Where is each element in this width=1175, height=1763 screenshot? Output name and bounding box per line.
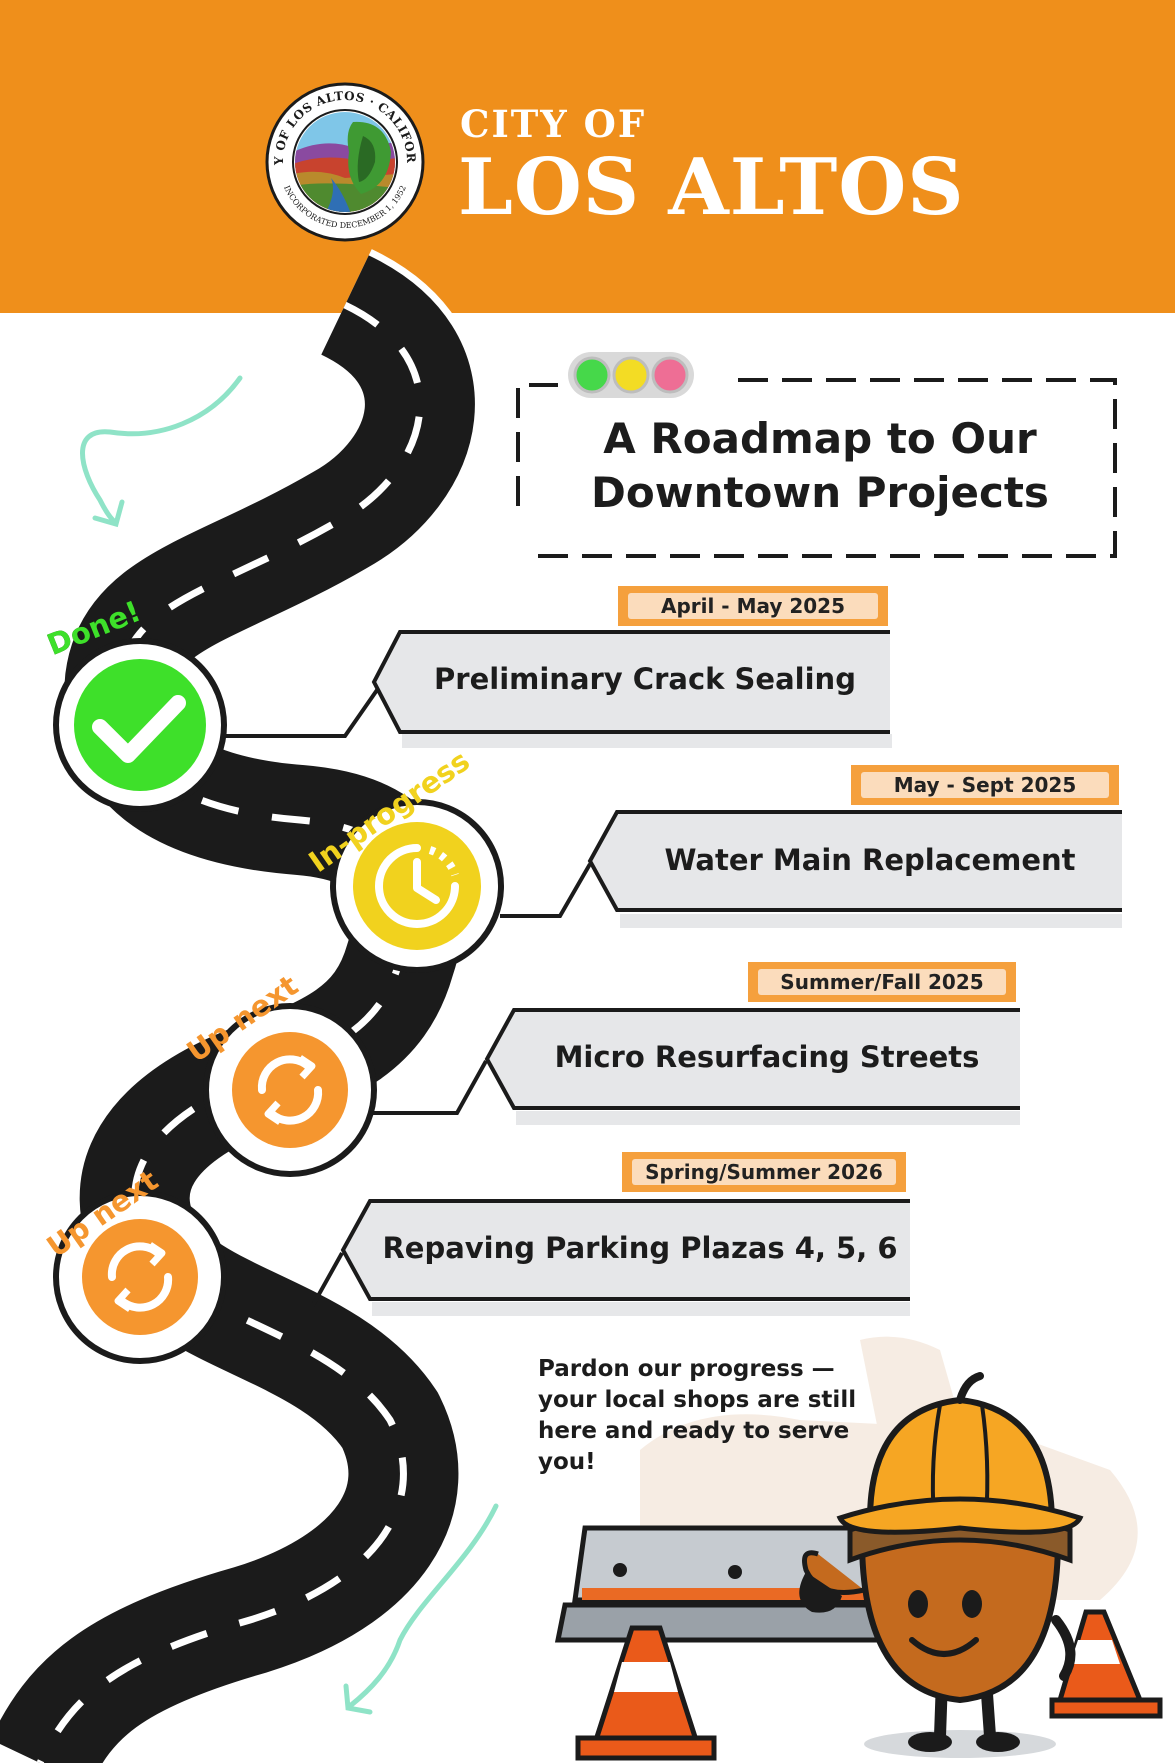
project-1-name: Preliminary Crack Sealing xyxy=(434,662,856,696)
traffic-light-icon xyxy=(568,352,694,398)
header-city-of: CITY OF xyxy=(460,102,647,146)
page-title: A Roadmap to Our Downtown Projects xyxy=(520,412,1120,520)
closing-message: Pardon our progress — your local shops a… xyxy=(538,1356,857,1475)
up-next-refresh-icon xyxy=(203,1003,377,1177)
project-4-date: Spring/Summer 2026 xyxy=(632,1159,896,1185)
city-seal-logo: CITY OF LOS ALTOS · CALIFORNIA INCORPORA… xyxy=(265,82,425,242)
header-banner: CITY OF LOS ALTOS · CALIFORNIA INCORPORA… xyxy=(0,0,1175,313)
page-title-line-1: A Roadmap to Our xyxy=(603,414,1037,463)
traffic-cone-icon xyxy=(575,1625,717,1761)
project-1-date: April - May 2025 xyxy=(628,593,878,619)
page-title-line-2: Downtown Projects xyxy=(591,468,1049,517)
done-check-icon xyxy=(53,638,227,812)
project-4-date-tab: Spring/Summer 2026 xyxy=(622,1152,906,1192)
in-progress-clock-icon xyxy=(330,799,504,973)
title-frame xyxy=(516,378,1117,558)
project-4-name: Repaving Parking Plazas 4, 5, 6 xyxy=(382,1231,898,1265)
project-3-name: Micro Resurfacing Streets xyxy=(554,1040,980,1074)
decorative-arrow-bottom-icon xyxy=(343,1503,499,1715)
project-3-date: Summer/Fall 2025 xyxy=(758,969,1006,995)
decorative-arrow-top-icon xyxy=(80,375,243,528)
project-2-name: Water Main Replacement xyxy=(664,843,1076,877)
project-2-date-tab: May - Sept 2025 xyxy=(851,765,1119,805)
header-city-name: LOS ALTOS xyxy=(458,142,965,233)
project-1-date-tab: April - May 2025 xyxy=(618,586,888,626)
traffic-cone-icon xyxy=(1049,1609,1163,1719)
acorn-mascot-icon xyxy=(799,1372,1084,1758)
project-3-date-tab: Summer/Fall 2025 xyxy=(748,962,1016,1002)
up-next-refresh-icon xyxy=(53,1190,227,1364)
project-2-date: May - Sept 2025 xyxy=(861,772,1109,798)
